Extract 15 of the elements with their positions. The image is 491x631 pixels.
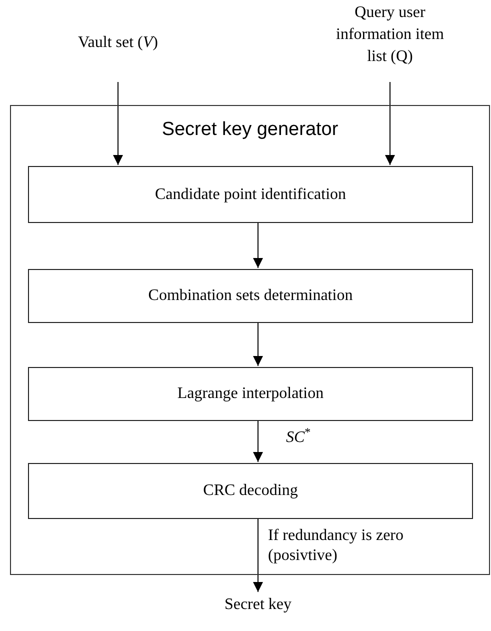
container-box bbox=[10, 105, 490, 575]
io-label: Secret key bbox=[200, 592, 316, 618]
arrow bbox=[253, 518, 263, 592]
arrow bbox=[253, 420, 263, 462]
process-box: Candidate point identification bbox=[28, 166, 473, 223]
io-label: Vault set (V) bbox=[40, 30, 196, 56]
arrow bbox=[253, 322, 263, 366]
arrow bbox=[253, 222, 263, 268]
process-box: Combination sets determination bbox=[28, 269, 473, 323]
arrow bbox=[113, 82, 123, 166]
process-box: Lagrange interpolation bbox=[28, 367, 473, 421]
io-label: Query user information item list (Q) bbox=[325, 2, 455, 68]
process-box: CRC decoding bbox=[28, 463, 473, 519]
container-heading: Secret key generator bbox=[160, 118, 340, 142]
arrow bbox=[385, 82, 395, 166]
